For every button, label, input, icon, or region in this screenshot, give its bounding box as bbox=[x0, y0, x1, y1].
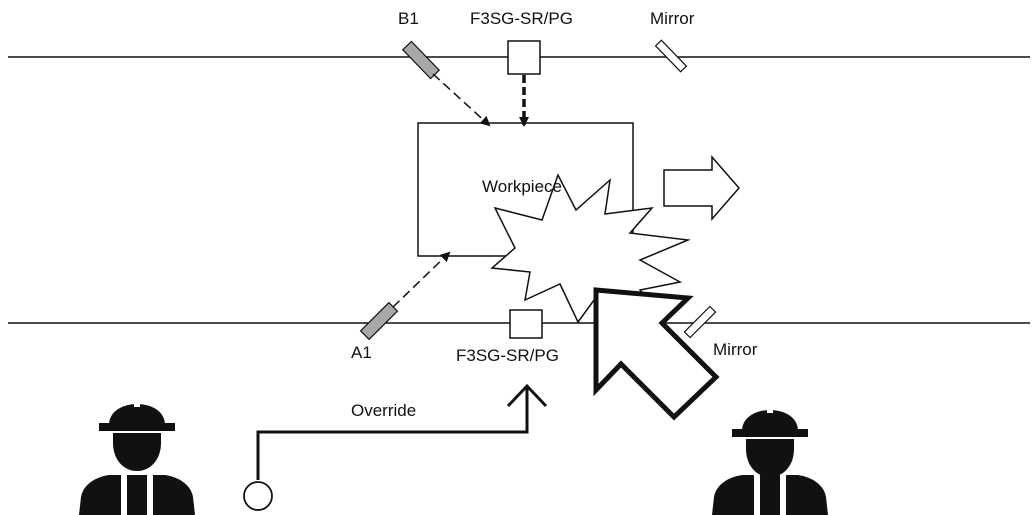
controller-bottom-box bbox=[509, 309, 543, 339]
a1-detection-arrow bbox=[392, 251, 451, 308]
controller-top-box bbox=[507, 40, 541, 75]
override-arrow-tip bbox=[506, 383, 548, 408]
movement-arrow-icon bbox=[663, 154, 740, 222]
mirror-top-icon bbox=[654, 39, 688, 73]
override-line bbox=[256, 388, 529, 480]
collision-burst-icon bbox=[490, 173, 691, 324]
workpiece-label: Workpiece bbox=[482, 177, 562, 196]
b1-label: B1 bbox=[398, 9, 419, 28]
a1-label: A1 bbox=[351, 343, 372, 362]
push-button-icon bbox=[243, 481, 273, 511]
worker-icon bbox=[79, 395, 195, 515]
a1-sensor bbox=[359, 301, 399, 341]
controller-top-label: F3SG-SR/PG bbox=[470, 9, 573, 28]
b1-detection-arrow bbox=[432, 73, 491, 127]
b1-sensor bbox=[401, 40, 441, 80]
mirror-top-label: Mirror bbox=[650, 9, 695, 28]
worker-icon bbox=[712, 401, 828, 515]
mirror-bottom-icon bbox=[683, 305, 717, 339]
override-label: Override bbox=[351, 401, 416, 420]
controller-bottom-label: F3SG-SR/PG bbox=[456, 346, 559, 365]
entry-arrow-icon bbox=[593, 287, 720, 421]
mirror-bottom-label: Mirror bbox=[713, 340, 758, 359]
